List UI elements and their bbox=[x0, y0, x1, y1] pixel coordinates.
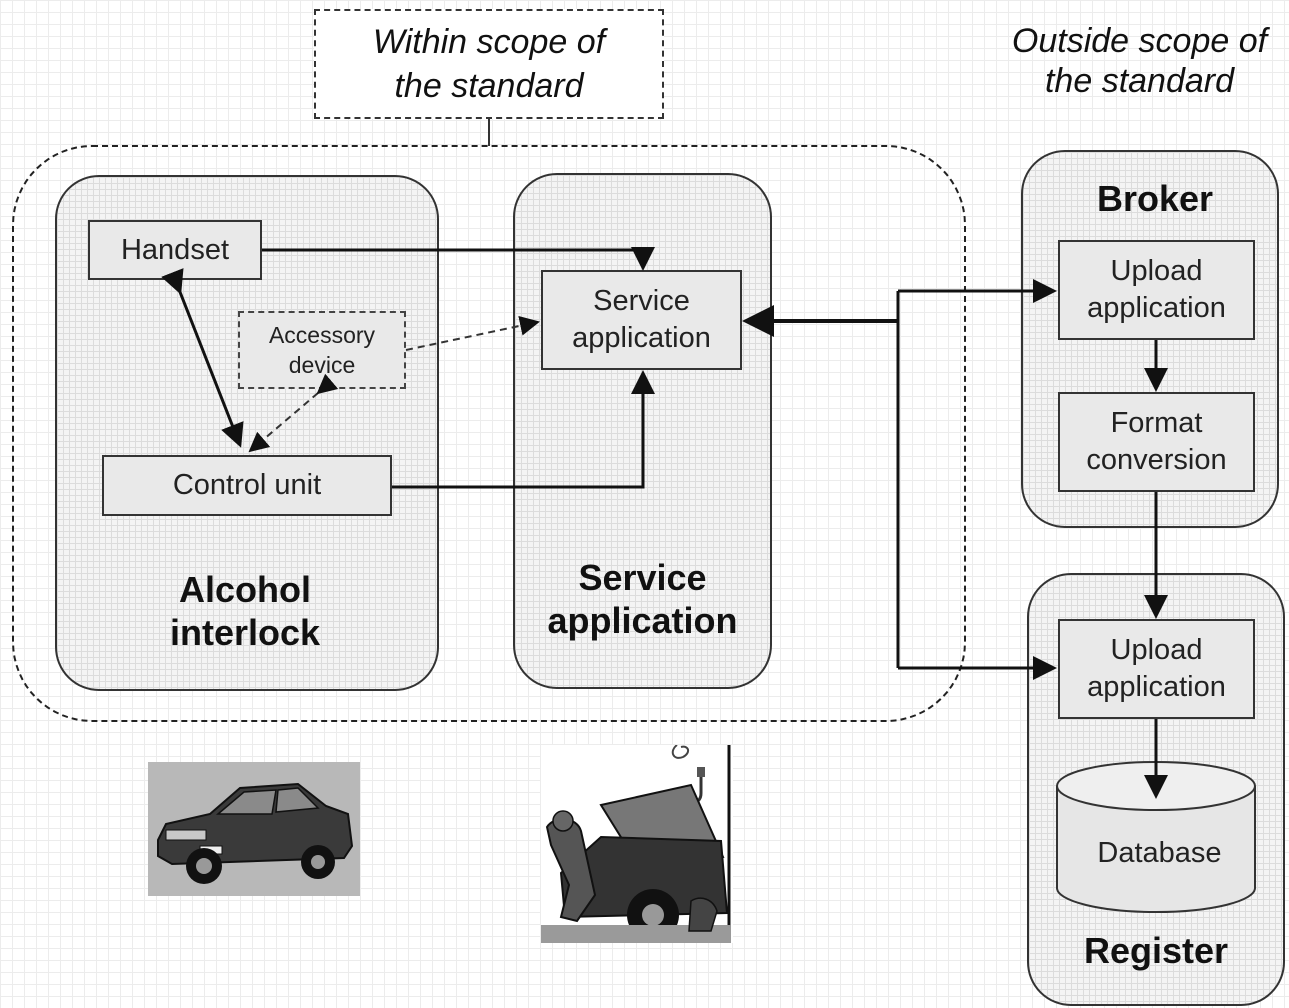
alcohol-interlock-title: Alcohol interlock bbox=[100, 568, 390, 654]
control-unit-box: Control unit bbox=[102, 455, 392, 516]
outside-scope-line-1: Outside scope of bbox=[1011, 22, 1268, 60]
broker-upload-line-2: application bbox=[1087, 292, 1226, 324]
within-scope-line-1: Within scope of bbox=[372, 23, 606, 61]
alcohol-interlock-title-line-1: Alcohol bbox=[179, 569, 311, 610]
accessory-device-line-2: device bbox=[288, 352, 356, 378]
outside-scope-label: Outside scope of the standard bbox=[990, 18, 1289, 104]
control-unit-to-service-arrow bbox=[392, 370, 655, 489]
service-application-title-line-2: application bbox=[547, 600, 738, 641]
within-scope-label: Within scope of the standard bbox=[314, 9, 664, 119]
register-upload-line-1: Upload bbox=[1110, 634, 1203, 666]
format-conversion-line-1: Format bbox=[1110, 407, 1203, 439]
car-illustration bbox=[148, 762, 360, 896]
format-conversion-box: Format conversion bbox=[1058, 392, 1255, 492]
service-application-box: Service application bbox=[541, 270, 742, 370]
service-application-line-2: application bbox=[572, 322, 711, 354]
handset-control-unit-arrow bbox=[161, 268, 244, 448]
service-application-title: Service application bbox=[513, 556, 772, 642]
control-unit-label: Control unit bbox=[172, 469, 322, 501]
alcohol-interlock-title-line-2: interlock bbox=[169, 612, 321, 653]
format-conversion-line-2: conversion bbox=[1086, 444, 1227, 476]
accessory-control-unit-arrow bbox=[248, 373, 339, 453]
mechanic-illustration bbox=[541, 745, 733, 943]
accessory-device-line-1: Accessory bbox=[268, 322, 376, 348]
service-application-line-1: Service bbox=[593, 285, 690, 317]
broker-upload-line-1: Upload bbox=[1110, 255, 1203, 287]
accessory-to-service-arrow bbox=[405, 315, 540, 351]
handset-to-service-arrow bbox=[262, 247, 655, 271]
database-label: Database bbox=[1097, 837, 1222, 869]
handset-label: Handset bbox=[120, 233, 229, 266]
broker-title: Broker bbox=[1096, 178, 1214, 219]
register-upload-application-box: Upload application bbox=[1058, 619, 1255, 719]
within-scope-line-2: the standard bbox=[394, 67, 584, 105]
outside-scope-line-2: the standard bbox=[1044, 62, 1235, 100]
service-application-title-line-1: Service bbox=[578, 557, 707, 598]
register-upload-line-2: application bbox=[1087, 671, 1226, 703]
register-title: Register bbox=[1083, 930, 1229, 971]
broker-upload-application-box: Upload application bbox=[1058, 240, 1255, 340]
